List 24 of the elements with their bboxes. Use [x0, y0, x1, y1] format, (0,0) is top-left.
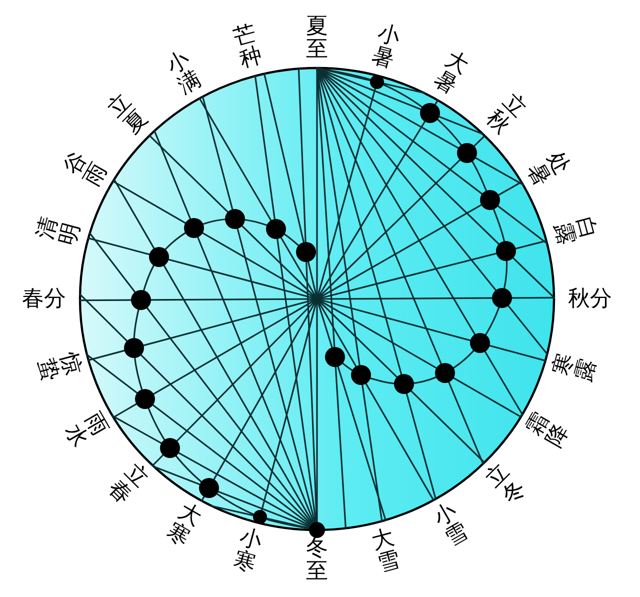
term-label: 惊蛰: [34, 350, 84, 384]
term-label: 大雪: [370, 526, 403, 576]
term-label: 立春: [104, 459, 152, 508]
term-label: 处暑: [522, 147, 574, 190]
term-label: 大暑: [429, 48, 472, 98]
term-label: 冬至: [306, 536, 328, 584]
term-label: 小暑: [370, 22, 403, 72]
term-label: 寒露: [550, 350, 600, 384]
term-label: 小寒: [231, 526, 264, 576]
term-label: 小满: [162, 48, 205, 98]
term-label: 秋分: [568, 287, 612, 311]
term-label: 立冬: [482, 459, 530, 508]
term-label: 春分: [22, 287, 66, 311]
term-label: 白露: [550, 214, 600, 248]
term-label: 谷雨: [60, 147, 112, 190]
term-label: 立夏: [104, 90, 152, 138]
term-label: 立秋: [482, 90, 530, 138]
term-label: 清明: [34, 214, 84, 248]
term-label: 夏至: [306, 14, 328, 62]
term-label: 大寒: [162, 500, 205, 550]
term-label: 雨水: [60, 408, 112, 451]
term-label: 霜降: [522, 408, 574, 451]
term-label: 小雪: [429, 500, 472, 550]
term-label: 芒种: [231, 22, 264, 72]
